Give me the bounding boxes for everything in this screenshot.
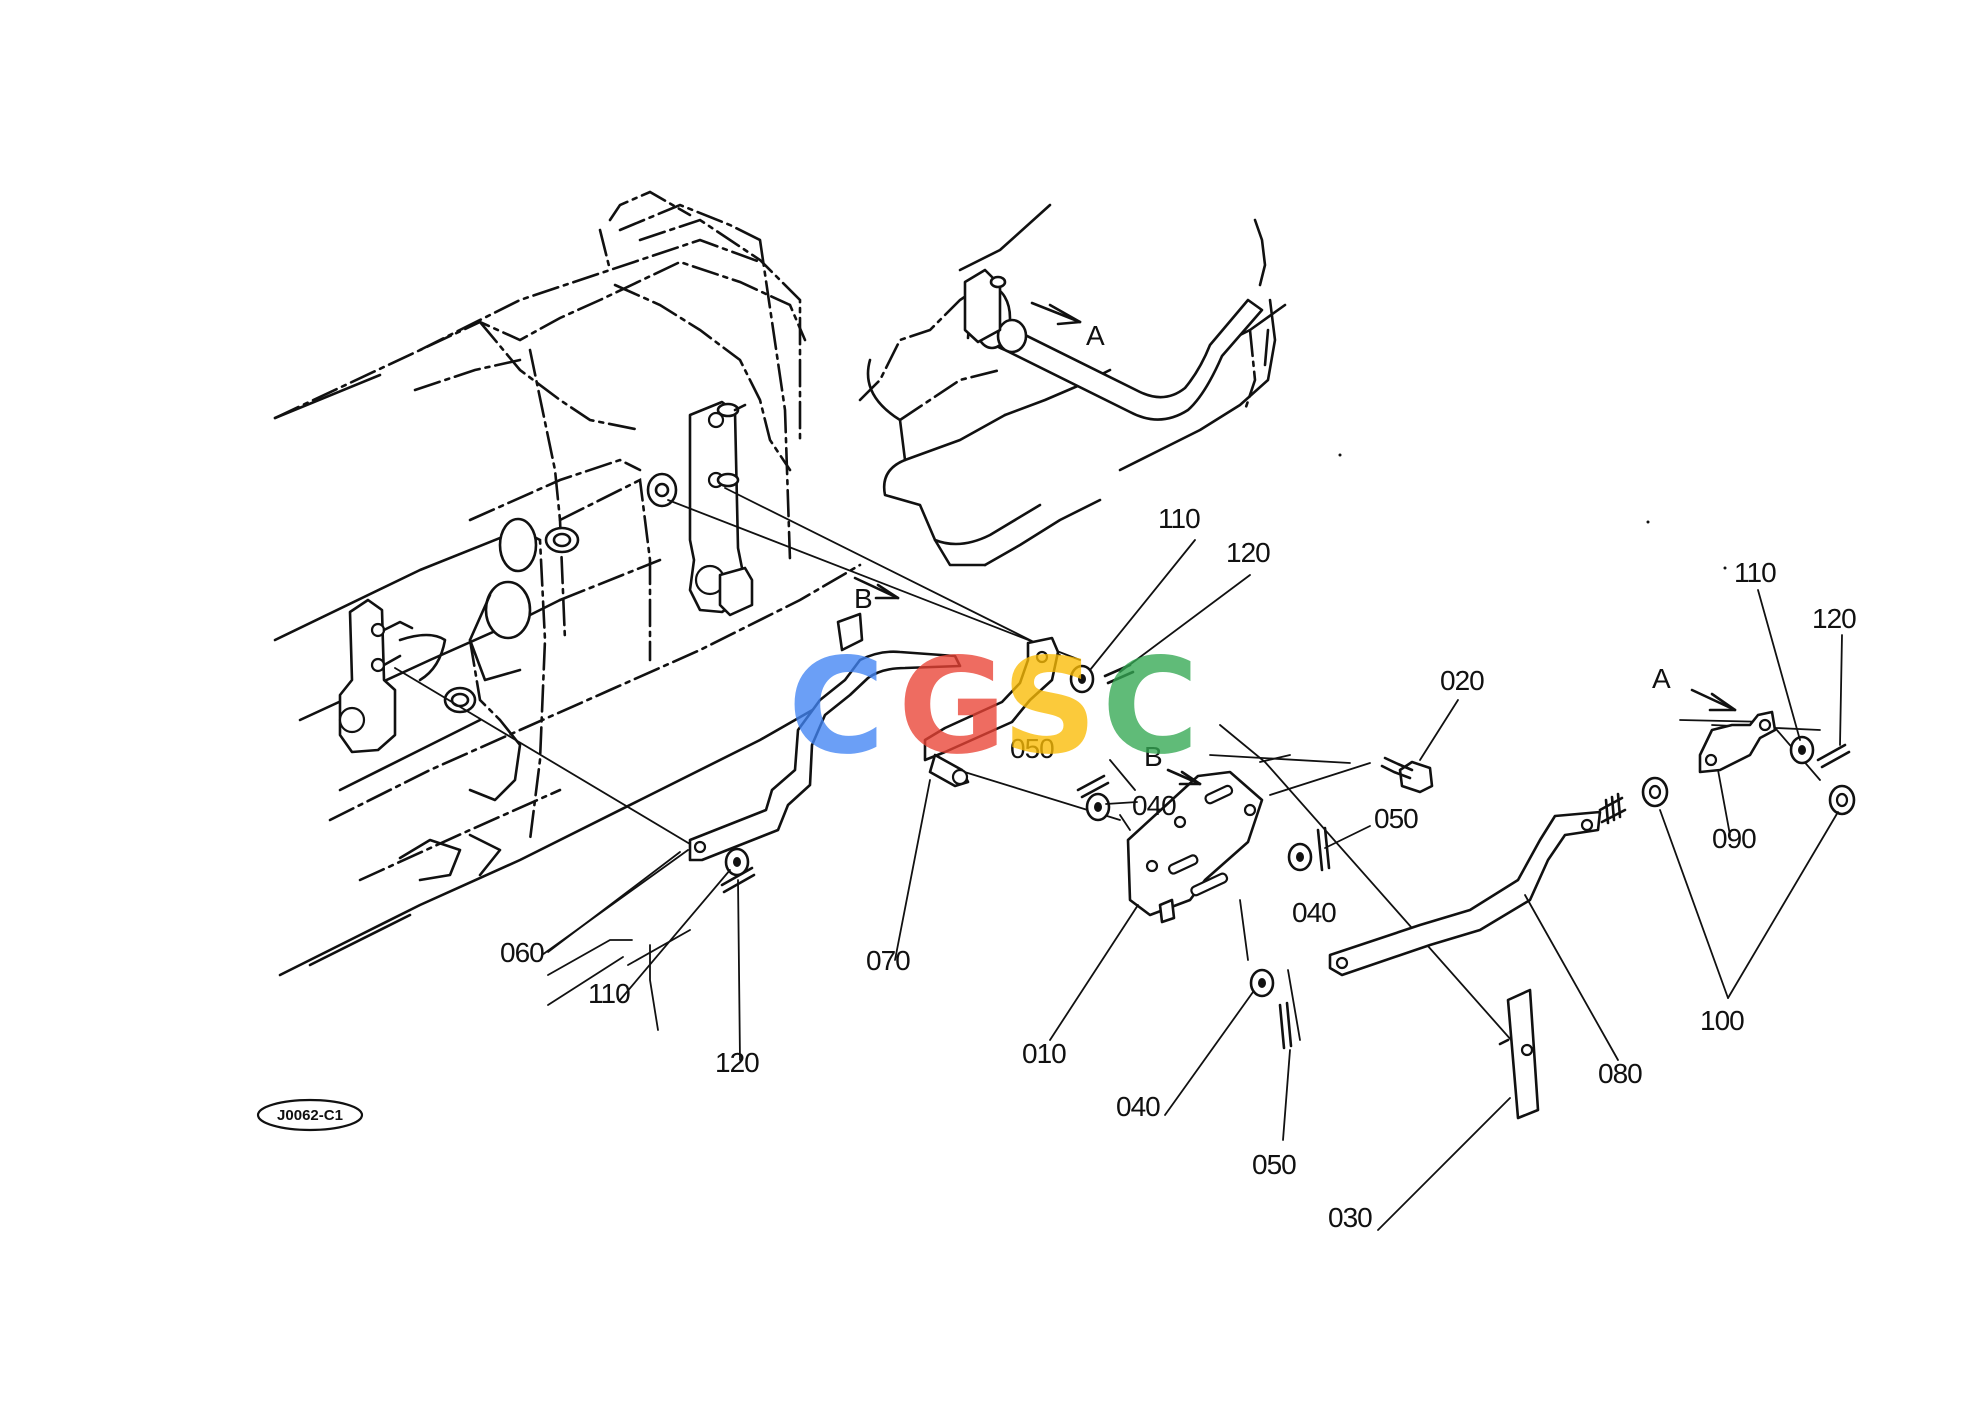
callout-080: 080 <box>1598 1058 1642 1089</box>
callout-040-mid: 040 <box>1132 790 1176 821</box>
part-080-rod <box>1328 810 1602 977</box>
callout-110-top: 110 <box>1158 503 1200 534</box>
callout-050-bottom: 050 <box>1252 1149 1296 1180</box>
reference-code-badge: J0062-C1 <box>256 1098 364 1132</box>
callout-040-right: 040 <box>1292 897 1336 928</box>
view-marker-b-top: B <box>854 583 873 614</box>
callout-labels: 110 120 060 070 010 040 050 030 080 100 … <box>500 320 1857 1233</box>
engine-pipe-assembly <box>858 203 1287 567</box>
watermark-letter-4: C <box>1102 630 1199 784</box>
speck <box>1646 520 1650 524</box>
callout-110-right: 110 <box>1734 557 1776 588</box>
part-100-nuts <box>1641 776 1856 816</box>
watermark-letter-3: S <box>1002 630 1097 784</box>
cotter-pins <box>720 663 1851 1050</box>
part-090-clevis <box>1698 710 1777 774</box>
callout-050-mid: 050 <box>1010 733 1054 764</box>
callout-010: 010 <box>1022 1038 1066 1069</box>
assembly-lines <box>394 487 1821 1051</box>
callout-070: 070 <box>866 945 910 976</box>
view-marker-b-mid: B <box>1144 741 1163 772</box>
callout-leaders <box>541 539 1843 1231</box>
part-060-hole <box>693 840 707 854</box>
view-marker-a-right: A <box>1652 663 1671 694</box>
view-arrows <box>853 301 1737 786</box>
callout-120-left: 120 <box>715 1047 759 1078</box>
callout-030: 030 <box>1328 1202 1372 1233</box>
reference-code-text: J0062-C1 <box>277 1107 343 1124</box>
callout-100: 100 <box>1700 1005 1744 1036</box>
part-060-rod <box>688 650 962 862</box>
callout-120-right: 120 <box>1812 603 1856 634</box>
washers <box>724 664 1815 998</box>
callout-120-top: 120 <box>1226 537 1270 568</box>
view-marker-a-top: A <box>1086 320 1105 351</box>
callout-060: 060 <box>500 937 544 968</box>
callout-020: 020 <box>1440 665 1484 696</box>
part-020-bolt <box>1380 756 1434 794</box>
speck <box>1338 453 1342 457</box>
transmission-housing <box>273 190 864 977</box>
watermark-letter-1: C <box>788 630 885 784</box>
callout-050-right: 050 <box>1374 803 1418 834</box>
callout-110-left: 110 <box>588 978 630 1009</box>
watermark: C G S C <box>788 630 1199 784</box>
speck <box>1723 566 1727 570</box>
watermark-letter-2: G <box>898 630 1006 784</box>
callout-040-bottom: 040 <box>1116 1091 1160 1122</box>
part-010-bracket <box>1126 770 1264 917</box>
callout-090: 090 <box>1712 823 1756 854</box>
